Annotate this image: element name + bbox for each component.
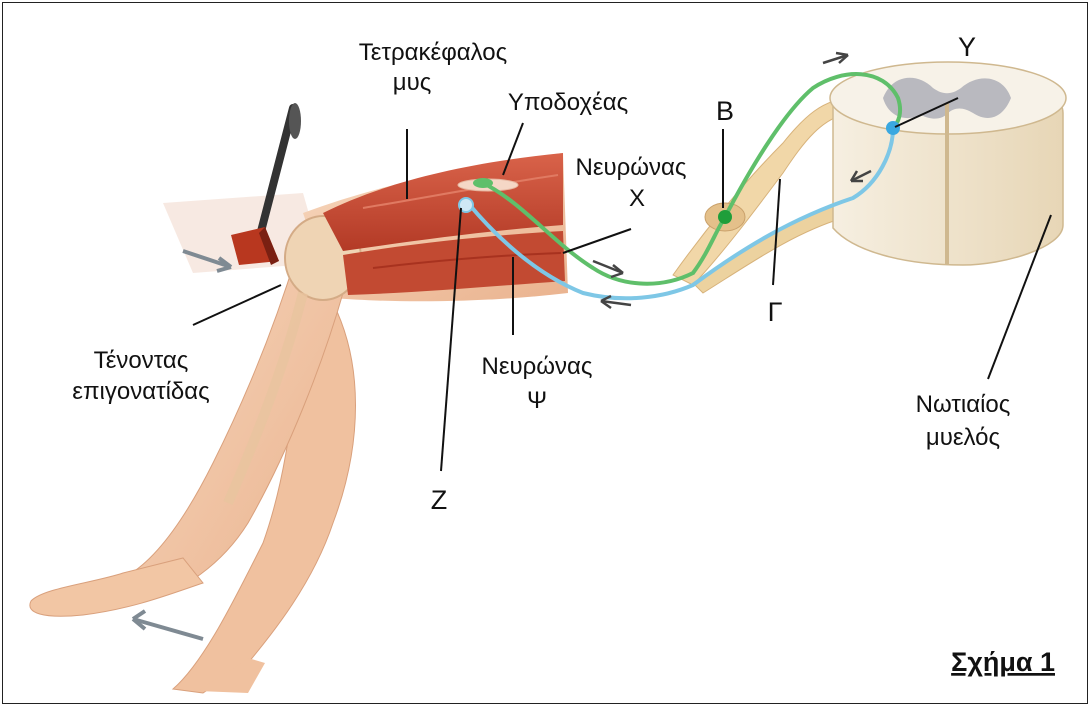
receptor-ending — [473, 178, 493, 188]
label-quadriceps-line1: Τετρακέφαλος — [359, 39, 507, 66]
label-neuron-psi-line1: Νευρώνας — [482, 353, 593, 380]
label-neuron-psi-line2: Ψ — [527, 387, 547, 414]
neuron-cell-body-y — [886, 121, 900, 135]
label-quadriceps-line2: μυς — [393, 69, 432, 96]
label-spinal-cord-line2: μυελός — [926, 424, 1000, 451]
label-receptor: Υποδοχέας — [508, 89, 628, 116]
spinal-cord — [830, 62, 1066, 265]
label-tendon-line2: επιγονατίδας — [72, 378, 209, 405]
label-tendon-line1: Τένοντας — [94, 347, 189, 374]
reflex-arc-diagram: Τετρακέφαλος μυς Υποδοχέας Νευρώνας X Νε… — [3, 3, 1087, 703]
label-gamma: Γ — [768, 297, 783, 327]
label-spinal-cord-line1: Νωτιαίος — [916, 391, 1011, 418]
label-z: Ζ — [431, 485, 448, 515]
label-y: Υ — [958, 32, 976, 62]
quadriceps-muscle — [323, 153, 565, 295]
legs — [30, 153, 568, 693]
neuron-cell-body-b — [718, 210, 732, 224]
label-b: Β — [716, 96, 734, 126]
label-neuron-x-line2: X — [629, 185, 645, 212]
label-neuron-x-line1: Νευρώνας — [576, 154, 687, 181]
figure-caption: Σχήμα 1 — [951, 647, 1055, 677]
